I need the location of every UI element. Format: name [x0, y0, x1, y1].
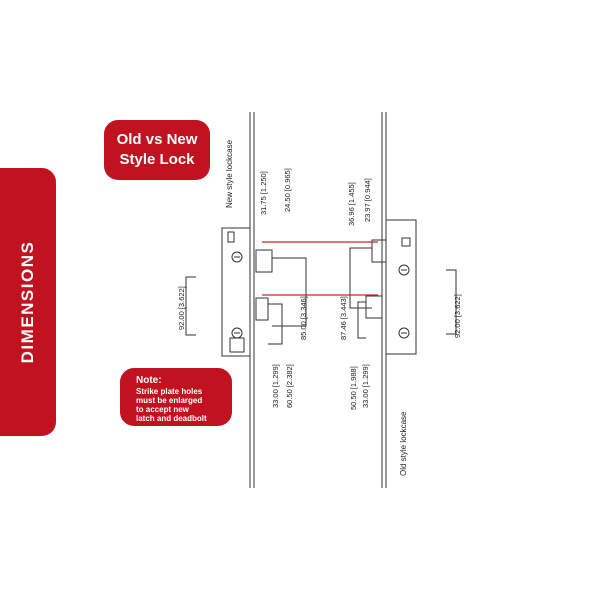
dim-old-latch-top: 36.96 [1.455] [347, 182, 356, 226]
dim-old-deadbolt-b: 33.00 [1.299] [361, 364, 370, 408]
old-overall-bracket [446, 269, 457, 335]
old-top-slot [401, 237, 411, 247]
note-heading: Note: [136, 375, 162, 386]
old-latch [371, 239, 387, 263]
note-line: latch and deadbolt [136, 414, 207, 423]
note-line: Strike plate holes [136, 387, 203, 396]
note-badge: Note: Strike plate holes must be enlarge… [120, 368, 232, 426]
badge-title-line1: Old vs New [116, 131, 198, 148]
dim-new-deadbolt-b: 60.50 [2.382] [285, 364, 294, 408]
dim-new-overall-left: 92.00 [3.622] [177, 286, 186, 330]
old-screw-hole [398, 264, 410, 276]
old-deadbolt [365, 295, 383, 319]
badge-title-line2: Style Lock [119, 151, 195, 168]
dim-new-latch-top: 31.75 [1.250] [259, 171, 268, 215]
new-latch [255, 249, 273, 273]
new-style-caption: New style lockcase [225, 139, 234, 208]
dim-new-latch-bottom: 24.50 [0.965] [283, 168, 292, 212]
old-style-caption: Old style lockcase [399, 411, 408, 476]
note-line: to accept new [136, 405, 189, 414]
old-faceplate [385, 219, 417, 355]
dim-old-overall-right: 92.00 [3.622] [453, 294, 462, 338]
dim-old-center: 87.46 [3.443] [339, 296, 348, 340]
new-style-lockcase [221, 227, 307, 357]
new-faceplate [221, 227, 251, 357]
new-screw-hole [231, 251, 243, 263]
dim-old-deadbolt-a: 50.50 [1.988] [349, 366, 358, 410]
old-screw-hole [398, 327, 410, 339]
note-line: must be enlarged [136, 396, 203, 405]
new-overall-bracket [185, 276, 196, 336]
new-top-slot [227, 231, 235, 243]
new-deadbolt [255, 297, 269, 321]
dim-new-deadbolt-a: 33.00 [1.299] [271, 364, 280, 408]
old-vs-new-badge: Old vs New Style Lock [104, 120, 210, 180]
dim-new-center: 85.00 [3.346] [299, 296, 308, 340]
dim-old-latch-bottom: 23.97 [0.944] [363, 178, 372, 222]
dimensions-tab: DIMENSIONS [0, 168, 56, 436]
old-style-lockcase [349, 219, 417, 355]
new-cylinder-cutout [229, 337, 245, 353]
